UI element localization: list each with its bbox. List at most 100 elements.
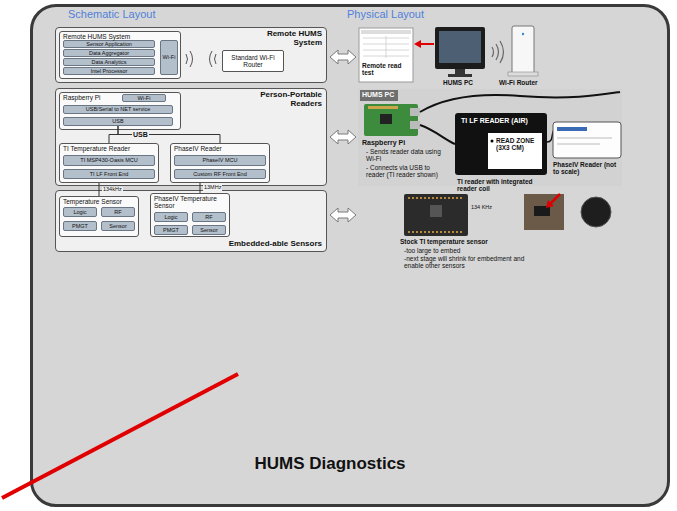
card-stripe	[557, 127, 587, 131]
cable	[420, 92, 620, 112]
usb-port	[410, 108, 420, 116]
annotation-label: TI LF READER (AIR)	[461, 117, 528, 125]
router-led	[522, 33, 524, 35]
connector-line	[109, 126, 118, 143]
node-text: PhaseIV MCU	[203, 157, 238, 163]
annotation-label: HUMS PC	[362, 91, 394, 99]
annotation-label: 134 KHz	[471, 204, 492, 210]
component-box: TI LF Front End	[63, 169, 155, 179]
connector-line	[118, 126, 220, 143]
screenshot-grid	[363, 36, 409, 58]
layer-band: Embedded-able Sensors Temperature SensorL…	[55, 190, 327, 252]
component-box: Data Aggregator	[63, 49, 155, 57]
annotation-label: Raspberry Pi	[362, 139, 405, 147]
node-text: Remote HUMS System	[260, 30, 322, 48]
wireless-symbol	[186, 54, 188, 64]
node-text: Logic	[164, 214, 177, 220]
bullet-dot	[491, 140, 494, 143]
module-box: Temperature SensorLogic RF PMGT Sensor	[59, 196, 139, 237]
module-box: PhaseIV ReaderPhaseIV MCU Custom RF Front…	[170, 143, 270, 183]
wireless-symbol	[500, 41, 504, 63]
layer-band: Remote HUMS SystemRemote HUMS SystemSens…	[55, 27, 327, 83]
component-box: Custom RF Front End	[174, 169, 266, 179]
node-text: Data Aggregator	[89, 50, 129, 56]
pc-screen	[439, 31, 481, 63]
node-text: TI MSP430-Oasis MCU	[80, 157, 137, 163]
red-pointer-line	[2, 374, 238, 498]
connector-line	[200, 183, 201, 193]
wireless-symbol	[210, 51, 213, 67]
node-text: PMGT	[72, 223, 88, 229]
router-box: Standard Wi-Fi Router	[222, 50, 284, 72]
component-box: PMGT	[154, 225, 188, 235]
annotation-label: HUMS PC	[443, 79, 473, 86]
node-text: TI LF Front End	[90, 171, 129, 177]
annotation-label: Remote read test	[362, 62, 410, 77]
card-lines	[557, 138, 612, 144]
red-arrow	[420, 43, 434, 45]
component-box: USB/Serial to NET service	[63, 105, 173, 114]
node-text: Custom RF Front End	[193, 171, 247, 177]
router-base	[508, 72, 538, 76]
node-text: PMGT	[163, 227, 179, 233]
wireless-symbol	[496, 44, 499, 60]
layer-band: Person-Portable Readers Raspberry PiWi-Fi…	[55, 88, 327, 186]
component-box: Sensor	[101, 221, 135, 231]
node-text: PhaseIV Temperature Sensor	[154, 195, 226, 209]
phaseiv-reader-photo	[553, 122, 621, 158]
edge-label: 134kHz	[102, 187, 123, 193]
raspberry-pi-board	[364, 104, 418, 136]
double-arrow	[330, 50, 356, 64]
node-text: Embedded-able Sensors	[222, 240, 322, 249]
node-text: Person-Portable Readers	[250, 91, 322, 109]
module-box: TI Temperature ReaderTI MSP430-Oasis MCU…	[59, 143, 159, 183]
annotation-label: -too large to embed	[404, 247, 460, 254]
processor-chip	[380, 114, 392, 124]
double-arrow	[330, 130, 356, 144]
screenshot-header	[361, 30, 411, 34]
node-text: Temperature Sensor	[63, 198, 135, 205]
module-box: Raspberry PiWi-FiUSB/Serial to NET servi…	[59, 92, 181, 130]
wireless-symbol	[190, 51, 193, 67]
node-text: Intel Processor	[91, 68, 128, 74]
module-box: Remote HUMS SystemSensor ApplicationData…	[59, 31, 181, 79]
component-box: RF	[101, 207, 135, 217]
node-text: RF	[114, 209, 121, 215]
component-box: PMGT	[63, 221, 97, 231]
annotation-label: PhaseIV Reader (not to scale)	[553, 161, 621, 176]
annotation-label: -next stage will shrink for embedment an…	[404, 255, 534, 270]
read-zone-box	[488, 133, 542, 169]
node-text: USB/Serial to NET service	[86, 106, 150, 112]
connector-line	[99, 183, 100, 196]
annotation-label: READ ZONE (3X3 CM)	[496, 137, 540, 152]
component-box: Intel Processor	[63, 67, 155, 75]
node-text: Raspberry Pi	[63, 94, 177, 101]
screenshot-photo	[359, 28, 413, 82]
sensor-board-photo	[404, 194, 468, 236]
node-text: PhaseIV Reader	[174, 145, 266, 152]
node-text: Remote HUMS System	[63, 33, 177, 40]
annotation-label: - Sends reader data using Wi-Fi	[366, 148, 448, 163]
node-text: Wi-Fi	[138, 95, 151, 101]
component-box: PhaseIV MCU	[174, 155, 266, 166]
router-photo	[512, 26, 534, 74]
component-box: Wi-Fi	[160, 40, 178, 75]
node-text: RF	[205, 214, 212, 220]
pc-base	[448, 74, 472, 77]
pc-stand	[455, 69, 465, 74]
node-text: Sensor	[200, 227, 217, 233]
annotation-label: - Connects via USB to reader (TI reader …	[366, 164, 448, 179]
annotation-label: Stock TI temperature sensor	[400, 238, 488, 245]
label-strip	[360, 90, 398, 101]
node-text: Data Analytics	[92, 59, 127, 65]
component-box: Logic	[63, 207, 97, 217]
annotation-label: Wi-Fi Router	[499, 79, 538, 86]
red-arrow	[550, 194, 560, 204]
sensor-photo	[524, 194, 564, 230]
annotation-label: Physical Layout	[347, 8, 424, 21]
ti-reader-photo	[455, 113, 547, 175]
node-text: Wi-Fi	[163, 54, 176, 60]
